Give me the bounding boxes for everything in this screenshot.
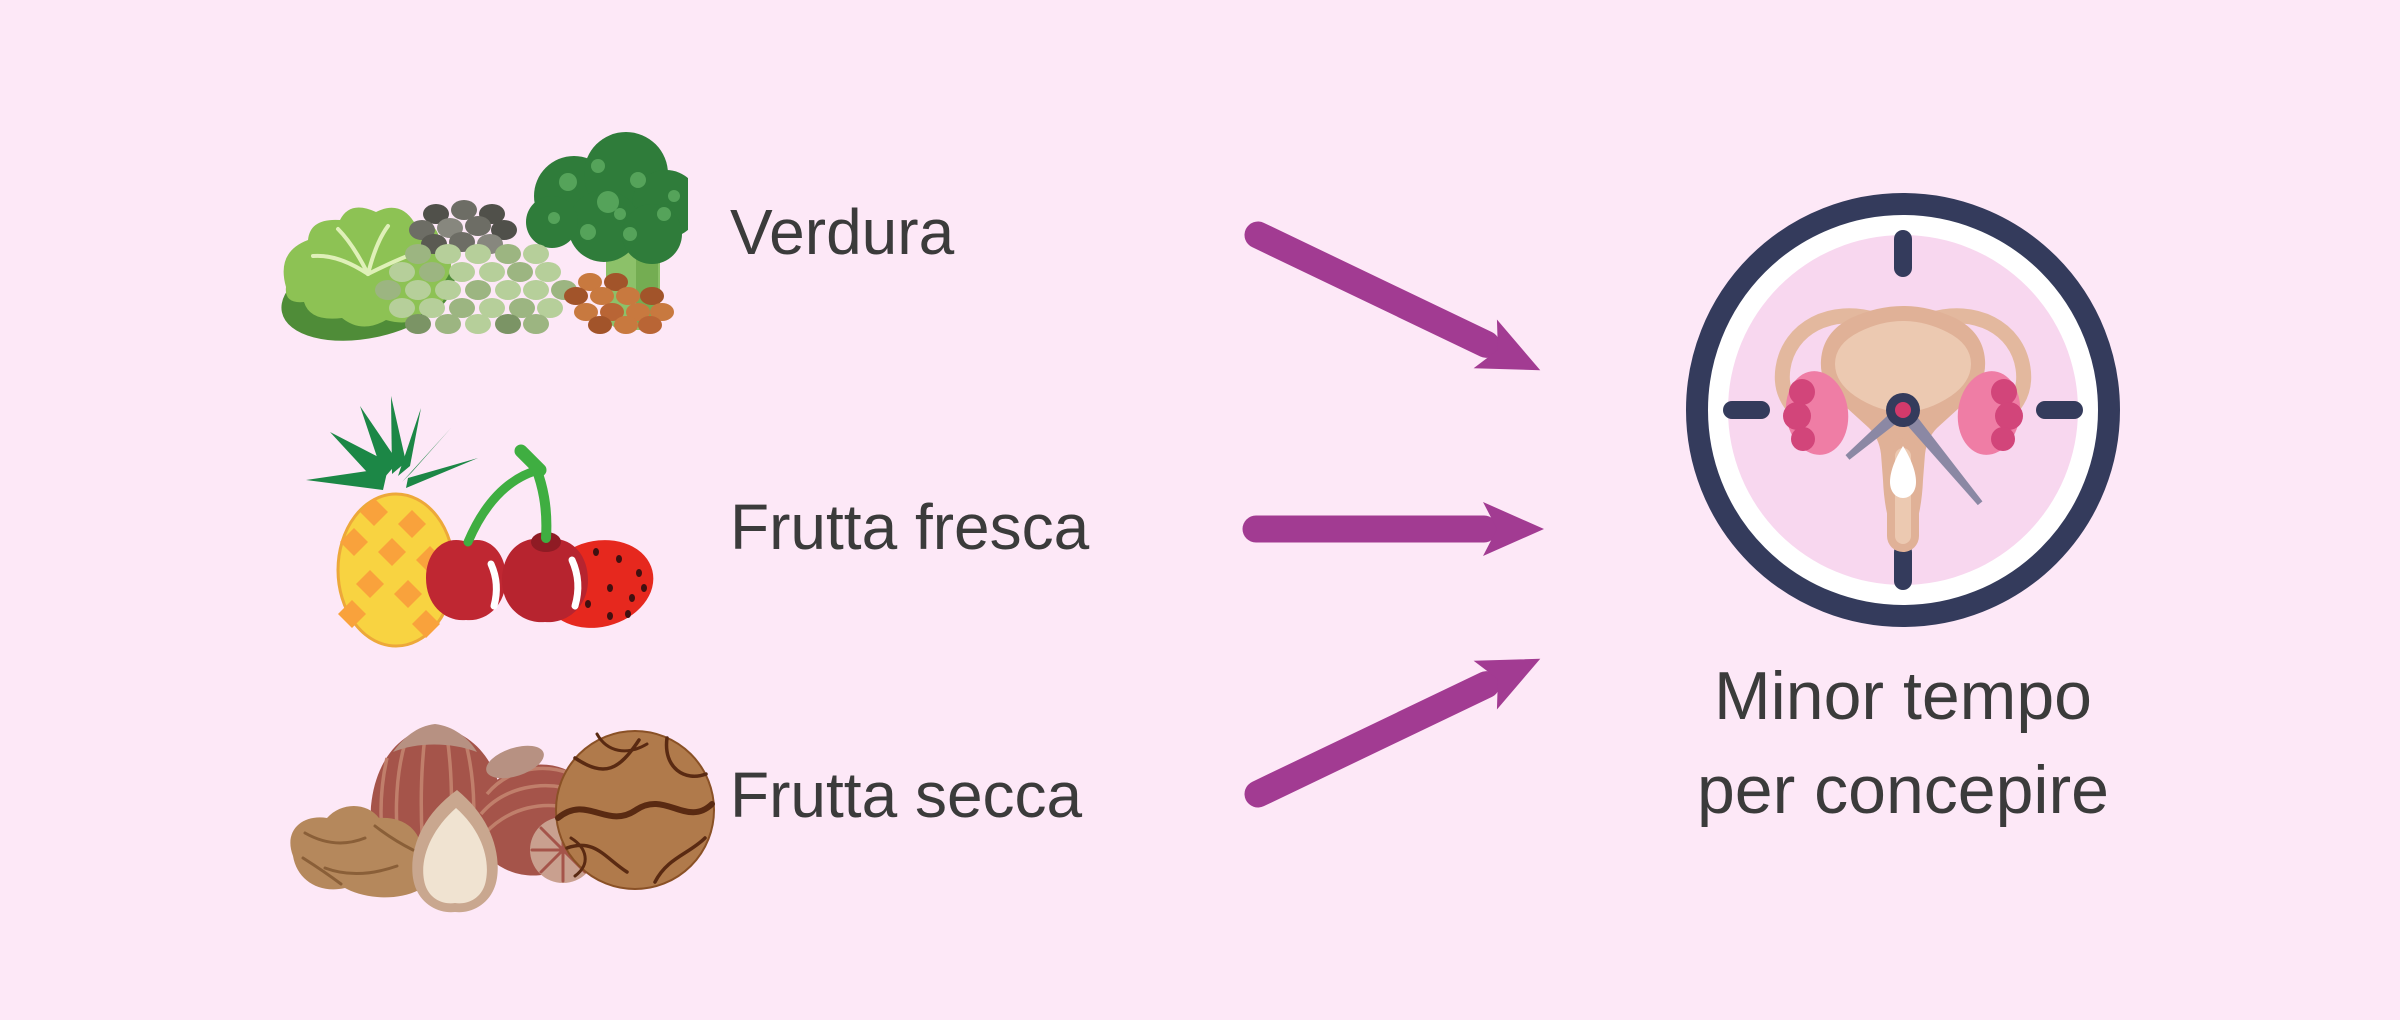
walnut-icon [555, 730, 715, 890]
ovary-icon [1783, 371, 1849, 455]
ovary-icon [1957, 371, 2023, 455]
label-frutta-fresca: Frutta fresca [730, 491, 1090, 563]
cherries-icon [426, 444, 588, 623]
nuts-icon [290, 724, 715, 913]
uterus-clock-icon [1686, 193, 2120, 627]
orange-lentils-icon [564, 273, 674, 334]
arrow-right-icon [1242, 502, 1544, 556]
pineapple-icon [306, 396, 478, 648]
peanut-icon [290, 806, 433, 898]
clock-ticks [1723, 230, 2083, 590]
result-caption-line1: Minor tempo [1714, 658, 2092, 734]
uterus-icon [1774, 306, 2032, 552]
fresh-fruit-icon [306, 396, 654, 648]
drop-icon [1890, 446, 1916, 498]
vegetables-icon [281, 132, 688, 341]
arrow-down-right-icon [1244, 221, 1541, 371]
result-caption-line2: per concepire [1696, 751, 2110, 828]
green-lentils-icon [375, 244, 577, 334]
label-verdura: Verdura [730, 196, 955, 268]
arrow-up-right-icon [1244, 658, 1541, 808]
hazelnut-kernel-icon [412, 790, 498, 913]
broccoli-icon [526, 132, 688, 330]
clock-pin-center [1895, 402, 1911, 418]
label-frutta-secca: Frutta secca [730, 759, 1083, 831]
result-caption: Minor tempo per concepire [1553, 650, 2253, 838]
